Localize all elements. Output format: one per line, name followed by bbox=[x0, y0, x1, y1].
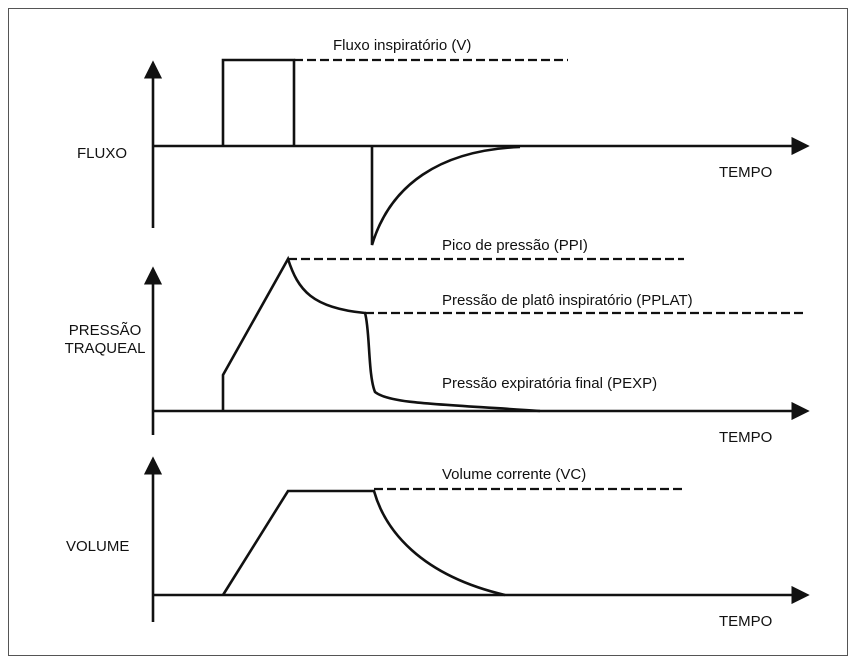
pressure-annotation-peak: Pico de pressão (PPI) bbox=[442, 237, 588, 254]
pressure-axis-label: PRESSÃO TRAQUEAL bbox=[60, 322, 150, 358]
flow-annotation-inspiratory: Fluxo inspiratório (V) bbox=[333, 37, 472, 54]
flow-time-label: TEMPO bbox=[719, 164, 773, 181]
figure-frame bbox=[8, 8, 848, 656]
pressure-axis-label-line1: PRESSÃO bbox=[68, 322, 142, 339]
pressure-annotation-plateau: Pressão de platô inspiratório (PPLAT) bbox=[442, 292, 693, 309]
flow-axis-label: FLUXO bbox=[77, 145, 128, 162]
volume-annotation-vc: Volume corrente (VC) bbox=[442, 466, 587, 483]
pressure-time-label: TEMPO bbox=[719, 429, 773, 446]
volume-time-label: TEMPO bbox=[719, 613, 773, 630]
pressure-annotation-pexp: Pressão expiratória final (PEXP) bbox=[442, 375, 658, 392]
flow-inspiratory-pulse bbox=[221, 58, 296, 146]
flow-expiratory-curve bbox=[370, 145, 521, 246]
pressure-curve bbox=[221, 255, 541, 413]
pressure-axis-label-line2: TRAQUEAL bbox=[64, 340, 146, 357]
volume-axis-label: VOLUME bbox=[66, 538, 130, 555]
volume-curve bbox=[221, 489, 506, 597]
